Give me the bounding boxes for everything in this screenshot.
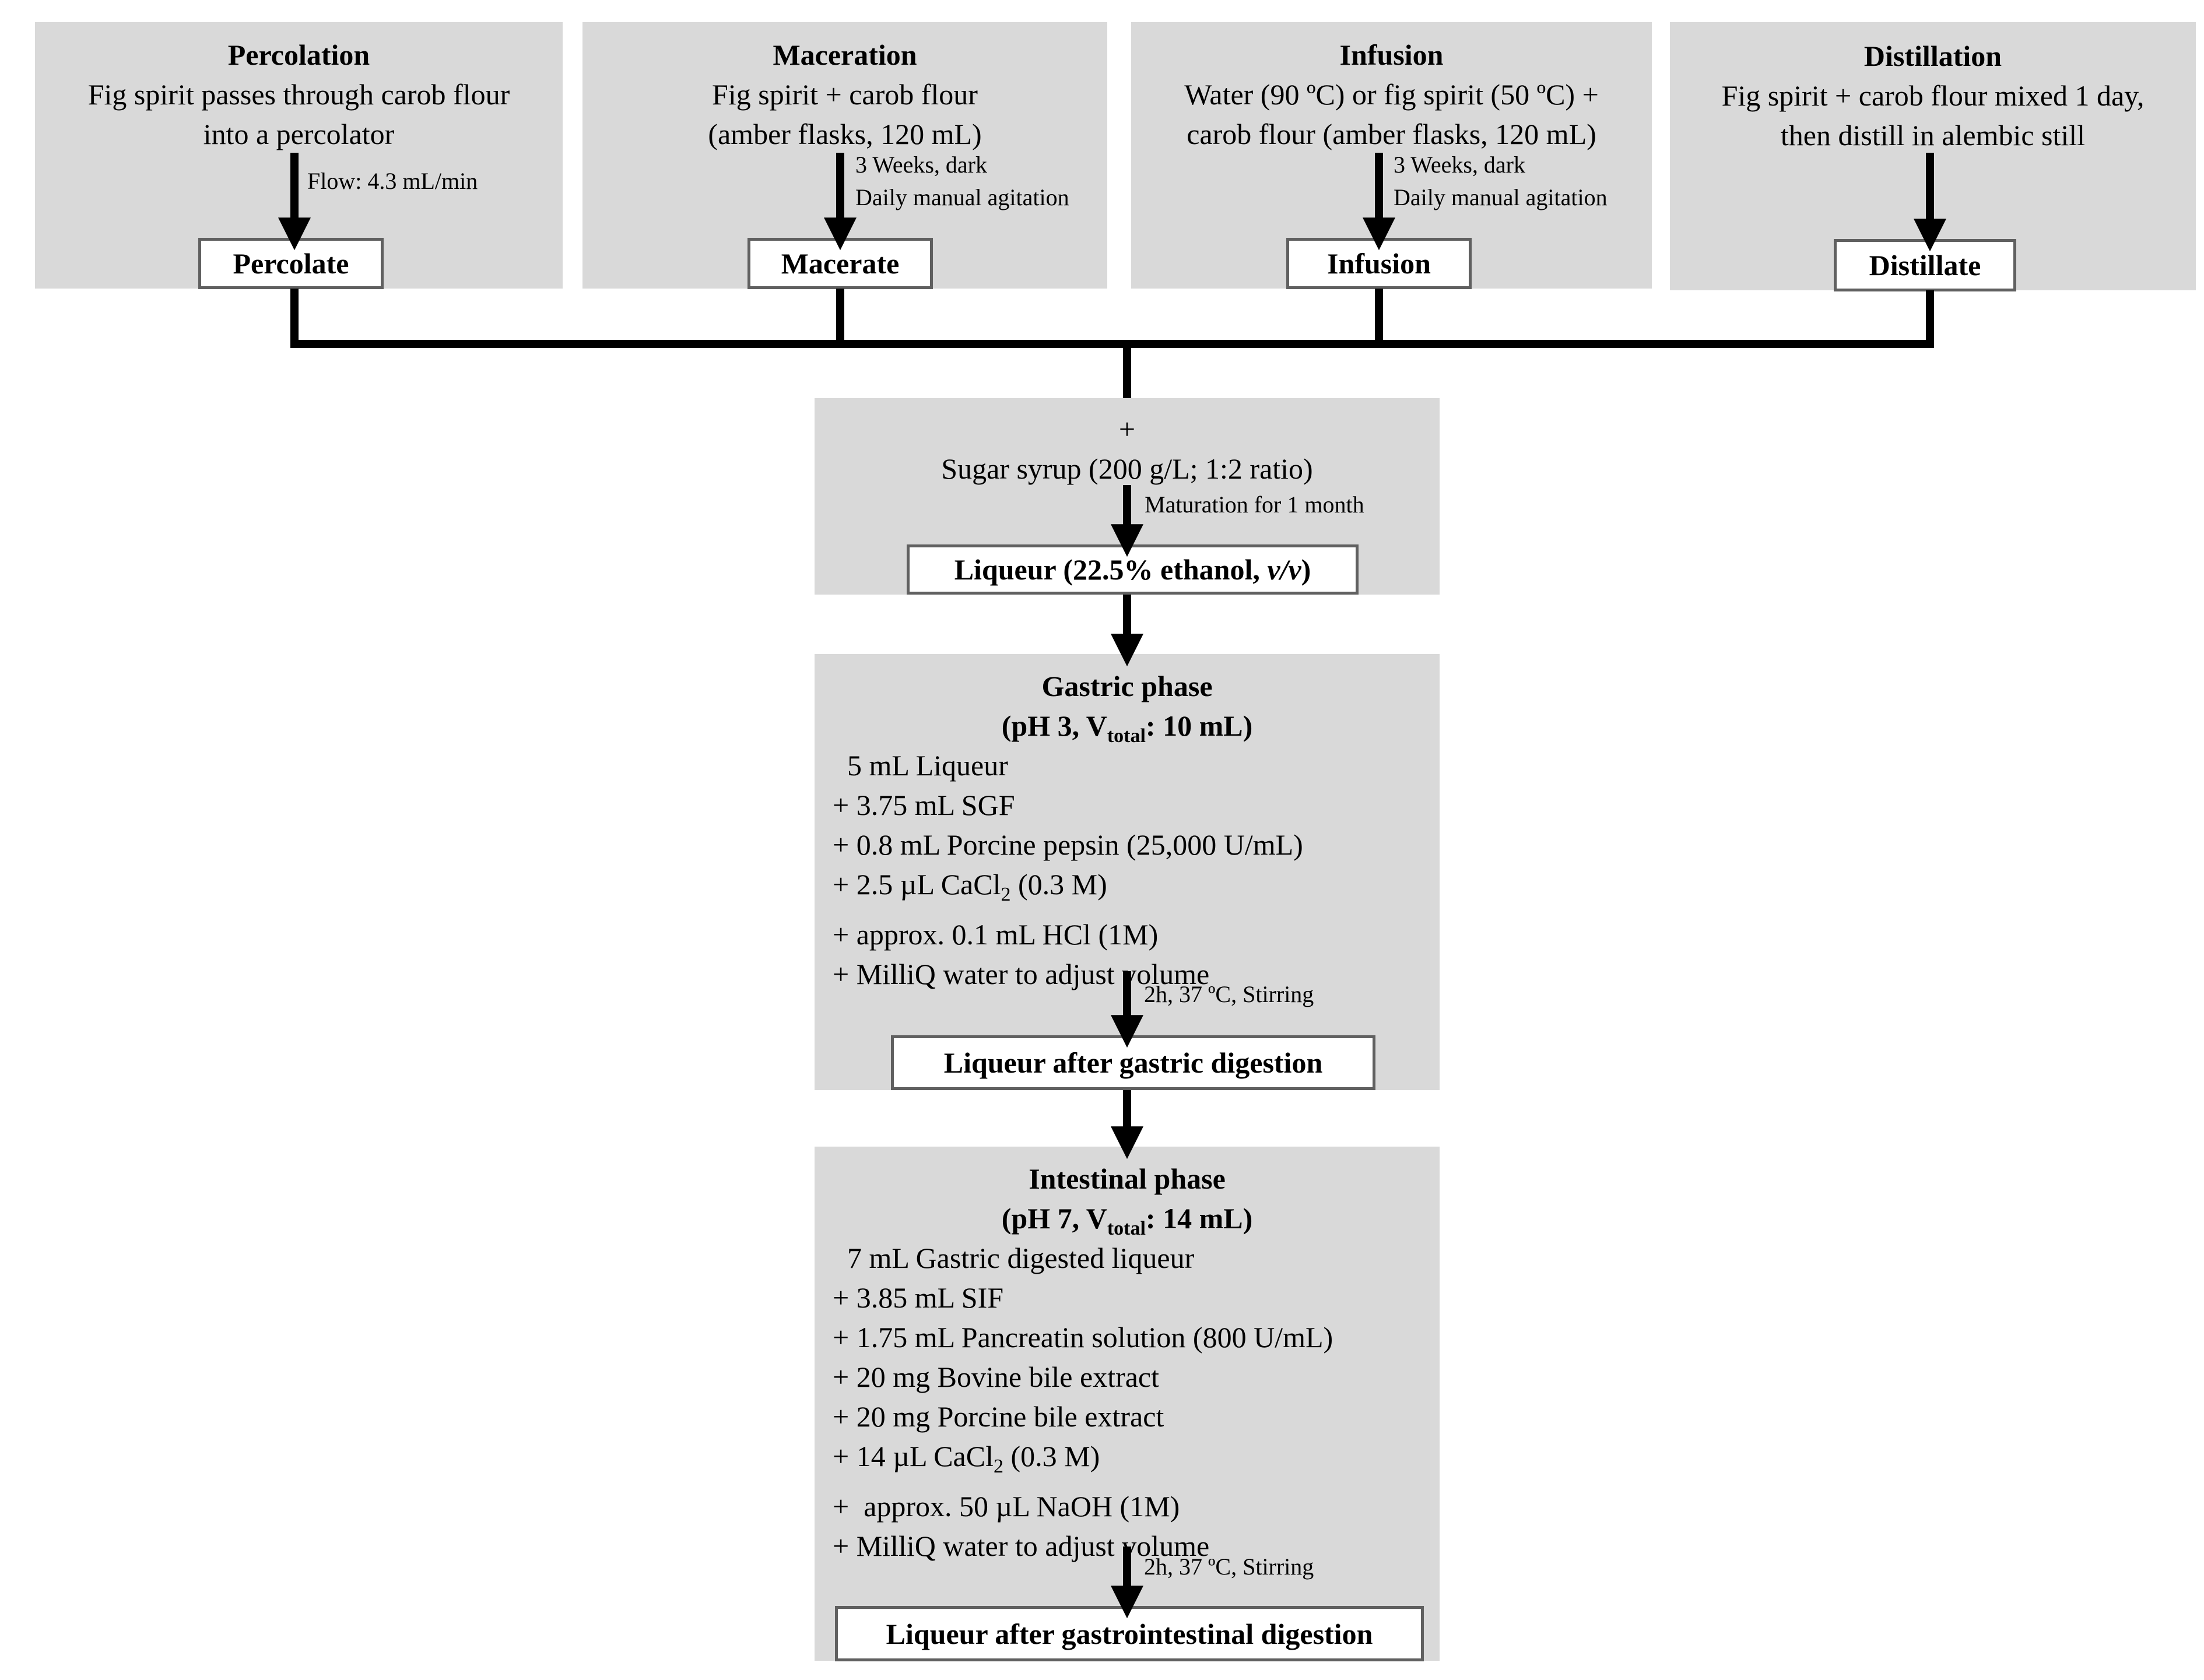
list-item: + 20 mg Bovine bile extract: [833, 1361, 1160, 1393]
gastric-conditions: (pH 3, Vtotal: 10 mL): [815, 706, 1440, 756]
product-macerate: Macerate: [747, 238, 933, 289]
list-item: + approx. 0.1 mL HCl (1M): [833, 918, 1159, 951]
intestinal-cond-post: : 14 mL): [1145, 1202, 1253, 1235]
intestinal-incubation-note: 2h, 37 ºC, Stirring: [1144, 1554, 1314, 1580]
gastric-incubation-note: 2h, 37 ºC, Stirring: [1144, 981, 1314, 1007]
list-item: + 0.8 mL Porcine pepsin (25,000 U/mL): [833, 828, 1303, 861]
intestinal-title: Intestinal phase: [1029, 1162, 1226, 1195]
method-desc-line2: carob flour (amber flasks, 120 mL): [1187, 118, 1596, 150]
method-desc-line2: into a percolator: [203, 118, 395, 150]
list-item: + 2.5 µL CaCl2 (0.3 M): [833, 868, 1107, 905]
intestinal-conditions: (pH 7, Vtotal: 14 mL): [815, 1199, 1440, 1249]
intestinal-cond-sub: total: [1107, 1218, 1146, 1239]
list-item: + 1.75 mL Pancreatin solution (800 U/mL): [833, 1321, 1333, 1354]
method-desc-line1: Fig spirit + carob flour mixed 1 day,: [1721, 79, 2145, 112]
gastric-cond-pre: (pH 3, V: [1001, 709, 1107, 742]
liqueur-label-close: ): [1301, 553, 1311, 586]
method-title: Distillation: [1863, 40, 2002, 72]
list-item: 7 mL Gastric digested liqueur: [833, 1242, 1195, 1274]
method-desc-line2: then distill in alembic still: [1780, 119, 2086, 152]
method-title: Infusion: [1339, 38, 1444, 71]
product-liqueur: Liqueur (22.5% ethanol, v/v): [907, 544, 1359, 595]
method-title: Percolation: [227, 38, 370, 71]
gastric-cond-post: : 10 mL): [1145, 709, 1253, 742]
gastric-title: Gastric phase: [1041, 670, 1213, 702]
method-note-line1: Flow: 4.3 mL/min: [307, 168, 478, 194]
list-item: + MilliQ water to adjust volume: [833, 958, 1210, 990]
method-desc-line1: Water (90 ºC) or fig spirit (50 ºC) +: [1184, 78, 1599, 111]
method-note-line1: 3 Weeks, dark: [1394, 152, 1525, 178]
list-item: + 3.85 mL SIF: [833, 1281, 1004, 1314]
plus-sign: +: [1118, 413, 1136, 445]
intestinal-cond-pre: (pH 7, V: [1001, 1202, 1107, 1235]
method-note-line2: Daily manual agitation: [855, 184, 1069, 210]
gastric-cond-sub: total: [1107, 725, 1146, 747]
method-desc-line1: Fig spirit passes through carob flour: [87, 78, 510, 111]
list-item: + 14 µL CaCl2 (0.3 M): [833, 1440, 1100, 1477]
list-item: + MilliQ water to adjust volume: [833, 1530, 1210, 1562]
intestinal-ingredient-list: 7 mL Gastric digested liqueur + 3.85 mL …: [833, 1238, 1333, 1566]
maturation-note: Maturation for 1 month: [1145, 491, 1364, 518]
list-item: + approx. 50 µL NaOH (1M): [833, 1490, 1180, 1523]
liqueur-label-italic: v/v: [1267, 553, 1301, 586]
method-desc-line1: Fig spirit + carob flour: [712, 78, 978, 111]
list-item: + 20 mg Porcine bile extract: [833, 1400, 1164, 1433]
liqueur-label: Liqueur (22.5% ethanol,: [954, 553, 1268, 586]
method-desc-line2: (amber flasks, 120 mL): [708, 118, 982, 150]
list-item: + 3.75 mL SGF: [833, 789, 1015, 821]
method-note-line2: Daily manual agitation: [1394, 184, 1608, 210]
sugar-syrup-text: Sugar syrup (200 g/L; 1:2 ratio): [941, 452, 1313, 485]
gastric-ingredient-list: 5 mL Liqueur + 3.75 mL SGF + 0.8 mL Porc…: [833, 746, 1303, 994]
method-title: Maceration: [773, 38, 917, 71]
list-item: 5 mL Liqueur: [833, 749, 1008, 782]
method-note-line1: 3 Weeks, dark: [855, 152, 987, 178]
